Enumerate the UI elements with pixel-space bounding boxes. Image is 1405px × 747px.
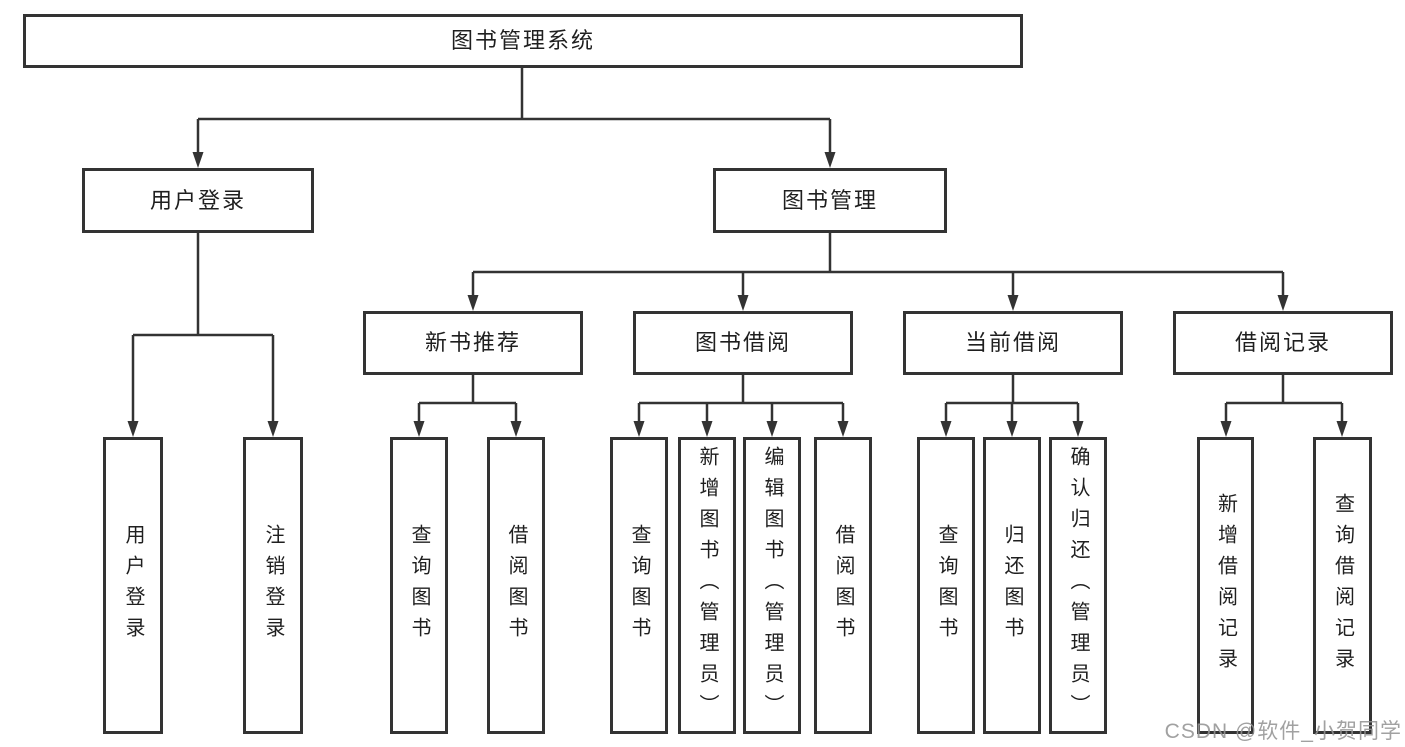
arrowhead: [766, 421, 778, 437]
node-root: 图书管理系统: [23, 14, 1023, 68]
arrowhead: [824, 152, 836, 168]
node-leaf-add-book-admin: 新增图书（管理员）: [678, 437, 736, 734]
arrowhead: [1072, 421, 1084, 437]
node-leaf-query-book-current: 查询图书: [917, 437, 975, 734]
node-leaf-confirm-return-admin: 确认归还（管理员）: [1049, 437, 1107, 734]
arrowhead: [467, 295, 479, 311]
node-leaf-logout: 注销登录: [243, 437, 303, 734]
node-leaf-edit-book-admin: 编辑图书（管理员）: [743, 437, 801, 734]
arrowhead: [413, 421, 425, 437]
node-leaf-logout-label: 注销登录: [262, 523, 284, 648]
node-root-label: 图书管理系统: [450, 28, 595, 53]
node-new-book-rec-label: 新书推荐: [424, 330, 521, 355]
node-leaf-edit-book-admin-label: 编辑图书（管理员）: [761, 446, 783, 725]
arrowhead: [1220, 421, 1232, 437]
node-current-borrow: 当前借阅: [903, 311, 1123, 375]
node-leaf-query-book-borrow: 查询图书: [610, 437, 668, 734]
arrowhead: [940, 421, 952, 437]
arrowhead: [701, 421, 713, 437]
connector-user-login: [131, 233, 275, 423]
node-leaf-query-borrow-record: 查询借阅记录: [1313, 437, 1372, 734]
node-leaf-add-book-admin-label: 新增图书（管理员）: [696, 446, 718, 725]
node-leaf-borrow-book-borrow: 借阅图书: [814, 437, 872, 734]
node-user-login-label: 用户登录: [149, 187, 246, 213]
arrowhead: [510, 421, 522, 437]
node-current-borrow-label: 当前借阅: [964, 330, 1061, 355]
node-book-mgmt: 图书管理: [713, 168, 947, 233]
node-leaf-add-borrow-record: 新增借阅记录: [1197, 437, 1254, 734]
node-book-borrow-label: 图书借阅: [694, 330, 791, 355]
connector-root: [196, 68, 832, 154]
arrowhead: [192, 152, 204, 168]
node-leaf-user-login-label: 用户登录: [122, 523, 144, 648]
node-borrow-record-label: 借阅记录: [1234, 330, 1331, 355]
node-leaf-return-book: 归还图书: [983, 437, 1041, 734]
node-leaf-query-book-rec: 查询图书: [390, 437, 448, 734]
node-leaf-user-login: 用户登录: [103, 437, 163, 734]
node-new-book-rec: 新书推荐: [363, 311, 583, 375]
arrowhead: [127, 421, 139, 437]
arrowhead: [267, 421, 279, 437]
connector-current-borrow: [944, 375, 1080, 423]
node-leaf-borrow-book-rec: 借阅图书: [487, 437, 545, 734]
node-book-borrow: 图书借阅: [633, 311, 853, 375]
node-leaf-query-book-borrow-label: 查询图书: [628, 523, 650, 648]
node-leaf-borrow-book-borrow-label: 借阅图书: [832, 523, 854, 648]
node-leaf-query-book-rec-label: 查询图书: [408, 523, 430, 648]
connector-borrow-record: [1224, 375, 1344, 423]
connector-book-borrow: [637, 375, 845, 423]
node-leaf-borrow-book-rec-label: 借阅图书: [505, 523, 527, 648]
node-leaf-add-borrow-record-label: 新增借阅记录: [1214, 492, 1237, 679]
arrowhead: [737, 295, 749, 311]
arrowhead: [837, 421, 849, 437]
arrowhead: [1336, 421, 1348, 437]
node-leaf-return-book-label: 归还图书: [1001, 523, 1023, 648]
arrowhead: [1277, 295, 1289, 311]
arrowhead: [1006, 421, 1018, 437]
csdn-watermark: CSDN @软件_小贺同学: [1164, 720, 1402, 743]
connector-new-book-rec: [417, 375, 518, 423]
node-user-login: 用户登录: [82, 168, 314, 233]
arrowhead: [1007, 295, 1019, 311]
node-leaf-confirm-return-admin-label: 确认归还（管理员）: [1067, 446, 1089, 725]
node-leaf-query-borrow-record-label: 查询借阅记录: [1331, 492, 1354, 679]
node-borrow-record: 借阅记录: [1173, 311, 1393, 375]
node-leaf-query-book-current-label: 查询图书: [935, 523, 957, 648]
connector-book-mgmt: [471, 233, 1285, 297]
arrowhead: [633, 421, 645, 437]
node-book-mgmt-label: 图书管理: [781, 187, 878, 213]
